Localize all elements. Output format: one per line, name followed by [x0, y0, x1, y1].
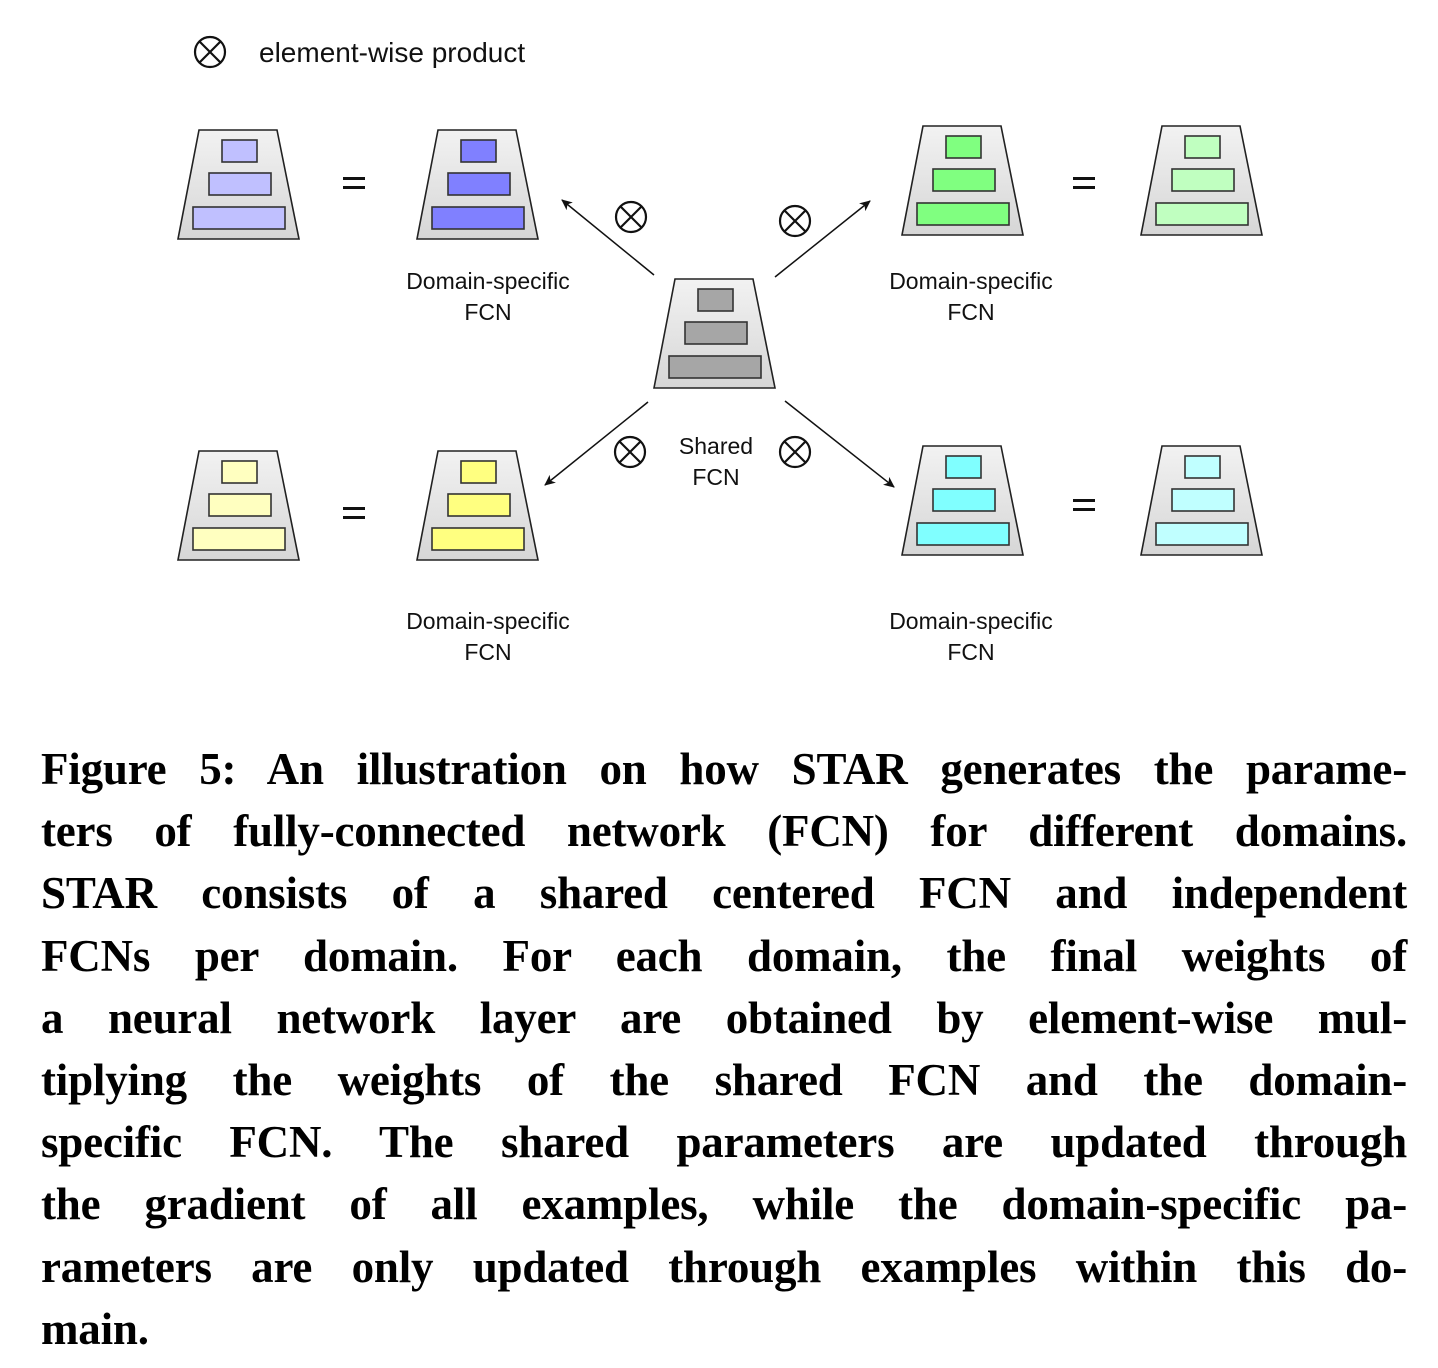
- caption-line: a neural network layer are obtained by e…: [41, 992, 1407, 1043]
- fcn-layer-2: [684, 321, 748, 345]
- domain-fcn-top-left: [416, 129, 539, 240]
- caption-line: rameters are only updated through exampl…: [41, 1241, 1407, 1292]
- element-wise-product-icon: [193, 35, 227, 69]
- legend: element-wise product: [193, 35, 525, 69]
- arrow-to-bottom-right: [784, 400, 895, 488]
- arrow-to-top-left: [561, 199, 655, 276]
- shared-fcn: [653, 278, 776, 389]
- caption-line: main.: [41, 1303, 149, 1354]
- fcn-layer-3: [431, 206, 525, 230]
- domain-fcn-top-right: [901, 125, 1024, 236]
- shared-label-line2: FCN: [692, 464, 739, 490]
- equals-sign-bottom-right: [1073, 499, 1095, 511]
- arrow-to-top-right: [774, 200, 871, 278]
- fcn-layer-1: [697, 288, 734, 312]
- fcn-layer-2: [447, 493, 511, 517]
- fcn-layer-2: [208, 493, 272, 517]
- fcn-layer-3: [431, 527, 525, 551]
- domain-label-bottom-left-line1: Domain-specific: [406, 608, 570, 634]
- element-wise-product-icon: [613, 435, 647, 469]
- caption-line: Figure 5: An illustration on how STAR ge…: [41, 744, 1407, 794]
- fcn-layer-1: [460, 460, 497, 484]
- fcn-layer-1: [1184, 135, 1221, 159]
- caption-line: tiplying the weights of the shared FCN a…: [41, 1054, 1407, 1105]
- fcn-layer-3: [916, 202, 1010, 226]
- fcn-layer-2: [447, 172, 511, 196]
- fcn-layer-1: [460, 139, 497, 163]
- element-wise-product-icon: [614, 200, 648, 234]
- equals-sign-top-right: [1073, 177, 1095, 189]
- domain-label-bottom-left-line2: FCN: [464, 639, 511, 665]
- fcn-layer-1: [945, 135, 982, 159]
- domain-label-top-left-line1: Domain-specific: [406, 268, 570, 294]
- fcn-layer-1: [945, 455, 982, 479]
- fcn-layer-1: [221, 460, 258, 484]
- shared-label-line1: Shared: [679, 433, 753, 459]
- legend-label: element-wise product: [259, 37, 525, 68]
- arrow-to-bottom-left: [544, 401, 649, 486]
- equals-sign-bottom-left: [343, 507, 365, 519]
- fcn-layer-2: [208, 172, 272, 196]
- fcn-layer-2: [1171, 168, 1235, 192]
- result-fcn-bottom-right: [1140, 445, 1263, 556]
- network-blocks: [177, 125, 1263, 561]
- domain-fcn-bottom-right: [901, 445, 1024, 556]
- domain-fcn-bottom-left: [416, 450, 539, 561]
- fcn-layer-1: [1184, 455, 1221, 479]
- arrows: [544, 199, 895, 488]
- fcn-layer-3: [916, 522, 1010, 546]
- domain-label-top-left-line2: FCN: [464, 299, 511, 325]
- result-fcn-bottom-left: [177, 450, 300, 561]
- fcn-layer-2: [932, 168, 996, 192]
- element-wise-product-icon: [778, 435, 812, 469]
- domain-label-bottom-right-line2: FCN: [947, 639, 994, 665]
- fcn-layer-2: [1171, 488, 1235, 512]
- result-fcn-top-left: [177, 129, 300, 240]
- caption-line: FCNs per domain. For each domain, the fi…: [41, 930, 1407, 981]
- fcn-layer-3: [192, 206, 286, 230]
- labels: Domain-specific FCN Domain-specific FCN …: [406, 268, 1053, 665]
- result-fcn-top-right: [1140, 125, 1263, 236]
- fcn-layer-3: [192, 527, 286, 551]
- caption-line: the gradient of all examples, while the …: [41, 1179, 1407, 1230]
- figure-caption: Figure 5: An illustration on how STAR ge…: [41, 738, 1407, 1360]
- domain-label-bottom-right-line1: Domain-specific: [889, 608, 1053, 634]
- caption-line: STAR consists of a shared centered FCN a…: [41, 868, 1407, 919]
- caption-line: ters of fully-connected network (FCN) fo…: [41, 806, 1407, 857]
- domain-label-top-right-line2: FCN: [947, 299, 994, 325]
- fcn-layer-3: [1155, 202, 1249, 226]
- fcn-layer-2: [932, 488, 996, 512]
- element-wise-product-icon: [778, 204, 812, 238]
- fcn-layer-3: [668, 355, 762, 379]
- equals-signs: [343, 177, 1095, 519]
- star-diagram: element-wise product Domain-specific FCN…: [177, 35, 1263, 665]
- caption-line: specific FCN. The shared parameters are …: [41, 1117, 1407, 1168]
- fcn-layer-1: [221, 139, 258, 163]
- fcn-layer-3: [1155, 522, 1249, 546]
- domain-label-top-right-line1: Domain-specific: [889, 268, 1053, 294]
- equals-sign-top-left: [343, 177, 365, 189]
